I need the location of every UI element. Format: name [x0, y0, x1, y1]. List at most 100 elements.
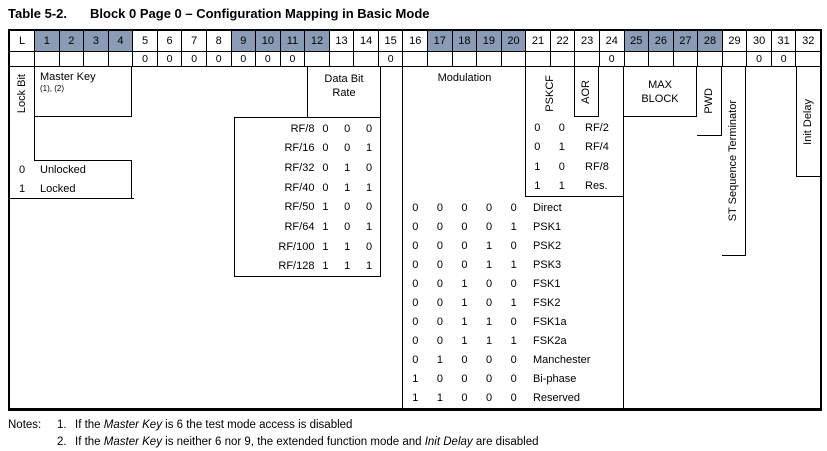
preset-cell-5: 0	[132, 52, 157, 66]
preset-cell-20	[500, 52, 526, 66]
preset-cell-13	[328, 52, 354, 66]
data-bit-rate-bit: 1	[344, 240, 351, 253]
modulation-bit: 0	[510, 316, 517, 329]
modulation-bit: 0	[486, 392, 493, 405]
modulation-bit: 0	[412, 335, 419, 348]
modulation-bit: 0	[412, 277, 419, 290]
bit-header-cell-20: 20	[500, 31, 526, 51]
pskcf-name: RF/8	[585, 160, 609, 173]
preset-cell-L	[10, 52, 34, 66]
data-bit-rate-bit: 1	[322, 201, 329, 214]
note-number: 2.	[57, 435, 67, 448]
modulation-label: Modulation	[437, 72, 492, 84]
max-block-label-line: MAX	[648, 78, 672, 91]
preset-cell-14	[353, 52, 378, 66]
preset-cell-24: 0	[598, 52, 624, 66]
modulation-bit: 0	[461, 220, 468, 233]
modulation-bit: 0	[510, 239, 517, 252]
modulation-bit: 0	[486, 201, 493, 214]
bit-header-cell-12: 12	[304, 31, 329, 51]
modulation-bit: 0	[510, 373, 517, 386]
preset-cell-6: 0	[156, 52, 182, 66]
lock-bit-value: 1	[18, 182, 26, 195]
master-key-label: Master Key	[40, 71, 96, 83]
modulation-bit: 1	[461, 316, 468, 329]
modulation-bit: 0	[486, 373, 493, 386]
modulation-bit: 0	[412, 297, 419, 310]
bit-header-cell-10: 10	[255, 31, 280, 51]
bit-header-cell-15: 15	[377, 31, 403, 51]
modulation-bit: 0	[461, 354, 468, 367]
modulation-name: FSK2a	[532, 335, 567, 348]
notes-section: Notes: 1.If the Master Key is 6 the test…	[8, 417, 539, 450]
data-bit-rate-bit: 1	[322, 260, 329, 273]
data-bit-rate-bit: 1	[344, 181, 351, 194]
bit-header-cell-25: 25	[623, 31, 649, 51]
preset-cell-16	[402, 52, 427, 66]
pwd-box: PWD	[697, 67, 722, 136]
preset-cell-18	[451, 52, 477, 66]
bit-header-cell-26: 26	[648, 31, 673, 51]
bit-header-cell-5: 5	[132, 31, 157, 51]
lock-bit-value: 0	[18, 164, 26, 177]
aor-box: AOR	[574, 67, 599, 117]
preset-cell-30: 0	[746, 52, 771, 66]
data-bit-rate-bit: 0	[322, 122, 329, 135]
data-bit-rate-name: RF/8	[290, 122, 315, 135]
modulation-bit: 0	[436, 239, 443, 252]
pskcf-bottom-line	[525, 196, 624, 197]
modulation-bit: 1	[510, 335, 517, 348]
preset-cell-3	[83, 52, 108, 66]
data-bit-rate-label: Data Bit Rate	[324, 73, 364, 99]
modulation-bit: 1	[461, 335, 468, 348]
bit-header-cell-14: 14	[353, 31, 378, 51]
bit-header-cell-23: 23	[574, 31, 599, 51]
bit-header-cell-2: 2	[58, 31, 84, 51]
preset-cell-27	[672, 52, 698, 66]
modulation-bit: 0	[436, 316, 443, 329]
data-bit-rate-bit: 1	[366, 181, 373, 194]
table-number: Table 5-2.	[8, 6, 68, 21]
data-bit-rate-bit: 1	[322, 220, 329, 233]
modulation-bit: 1	[461, 297, 468, 310]
preset-cell-31: 0	[770, 52, 796, 66]
bit-header-cell-16: 16	[402, 31, 427, 51]
data-bit-rate-name: RF/50	[284, 201, 315, 214]
lock-column-line	[34, 67, 35, 160]
pskcf-name: RF/4	[585, 141, 609, 154]
pskcf-bit: 0	[558, 160, 565, 173]
modulation-name: FSK1	[532, 277, 561, 290]
note-text: If the Master Key is neither 6 nor 9, th…	[75, 435, 539, 448]
pskcf-bit: 1	[534, 180, 541, 193]
preset-cell-2	[58, 52, 84, 66]
data-bit-rate-name: RF/16	[284, 142, 315, 155]
pskcf-bit: 0	[534, 141, 541, 154]
bit-header-cell-27: 27	[672, 31, 698, 51]
note-italic-term: Master Key	[103, 419, 162, 431]
data-bit-rate-bit: 1	[322, 240, 329, 253]
modulation-bit: 1	[412, 392, 419, 405]
data-bit-rate-bit: 1	[366, 142, 373, 155]
pskcf-label-text: PSKCF	[543, 74, 556, 112]
table-title: Table 5-2. Block 0 Page 0 – Configuratio…	[8, 6, 430, 21]
modulation-bit: 0	[510, 277, 517, 290]
modulation-name: PSK3	[532, 258, 562, 271]
modulation-bit: 1	[486, 335, 493, 348]
bit-header-cell-22: 22	[549, 31, 575, 51]
pskcf-bit: 0	[534, 121, 541, 134]
bit-header-cell-31: 31	[770, 31, 796, 51]
notes-items: 1.If the Master Key is 6 the test mode a…	[57, 417, 539, 450]
preset-cell-1	[34, 52, 59, 66]
preset-cell-17	[427, 52, 452, 66]
